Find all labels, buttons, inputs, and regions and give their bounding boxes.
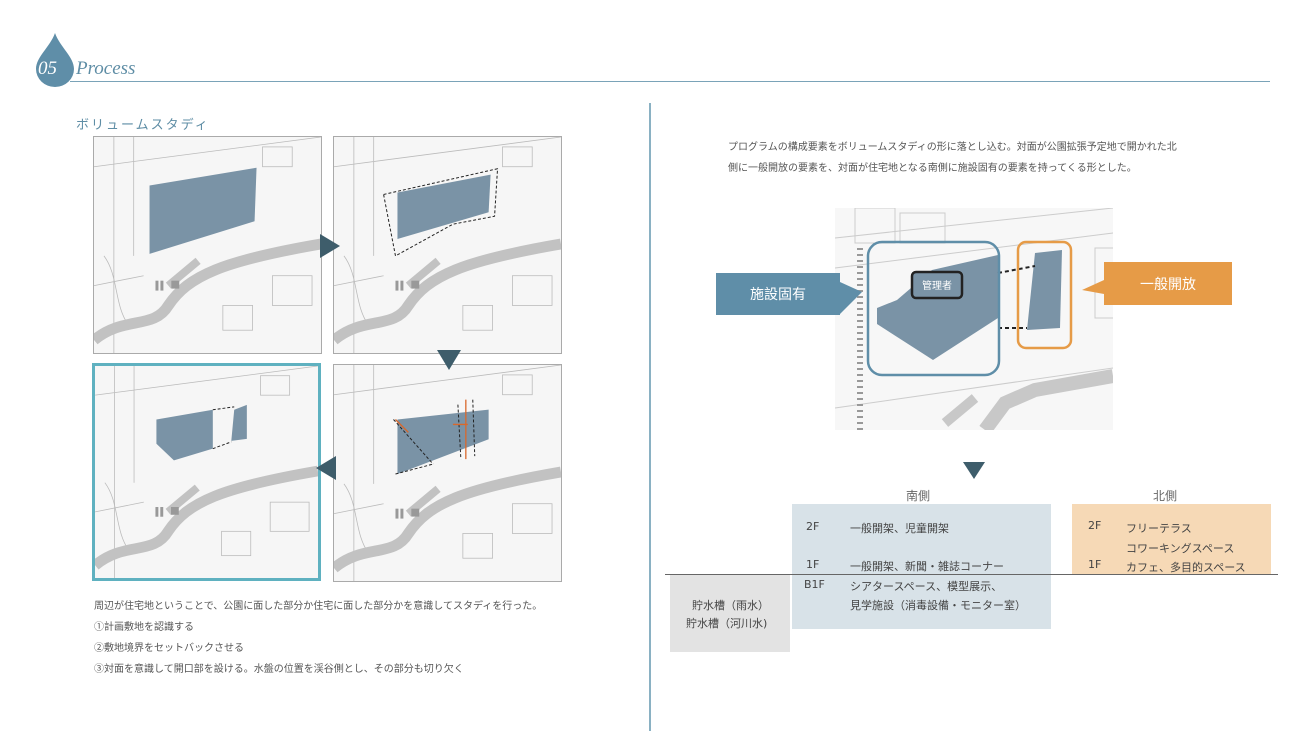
tank-label: 貯水槽（雨水） — [692, 599, 769, 612]
program-site-map: 管理者 — [835, 208, 1113, 430]
floor-program: フリーテラス — [1126, 522, 1192, 535]
water-drop-icon — [36, 33, 74, 87]
north-side-box — [1072, 504, 1271, 574]
study-step-2-map — [333, 136, 562, 354]
floor-program: 一般開架、児童開架 — [850, 522, 949, 535]
column-divider — [649, 103, 651, 731]
study-notes: 周辺が住宅地ということで、公園に面した部分か住宅に面した部分かを意識してスタディ… — [94, 596, 542, 680]
note-line: ③対面を意識して開口部を設ける。水盤の位置を渓谷側とし、その部分も切り欠く — [94, 664, 464, 675]
study-step-3-map-selected — [92, 363, 321, 581]
floor-label: 1F — [1088, 558, 1102, 571]
section-subtitle: ボリュームスタディ — [76, 118, 210, 133]
section-number: 05 — [38, 58, 57, 79]
study-step-4-map — [333, 364, 562, 582]
ground-line — [665, 574, 1278, 575]
arrow-down-icon — [437, 350, 461, 370]
south-side-box — [792, 504, 1051, 629]
floor-program: シアタースペース、模型展示、 — [850, 580, 1003, 593]
floor-program: コワーキングスペース — [1126, 542, 1235, 555]
intro-line: プログラムの構成要素をボリュームスタディの形に落とし込む。対面が公園拡張予定地で… — [728, 142, 1177, 153]
floor-label: 1F — [806, 558, 820, 571]
facility-specific-callout: 施設固有 — [716, 273, 840, 315]
tank-box — [670, 575, 790, 652]
manager-label: 管理者 — [922, 281, 952, 292]
floor-label: 2F — [1088, 519, 1102, 532]
arrow-down-icon — [963, 462, 985, 479]
arrow-right-icon — [320, 234, 340, 258]
page-title: Process — [76, 58, 136, 79]
note-line: ①計画敷地を認識する — [94, 622, 194, 633]
note-line: 周辺が住宅地ということで、公園に面した部分か住宅に面した部分かを意識してスタディ… — [94, 601, 543, 612]
study-step-1-map — [93, 136, 322, 354]
tank-label: 貯水槽（河川水) — [686, 617, 768, 630]
program-intro: プログラムの構成要素をボリュームスタディの形に落とし込む。対面が公園拡張予定地で… — [728, 137, 1228, 179]
floor-program: カフェ、多目的スペース — [1126, 561, 1246, 574]
floor-label: B1F — [804, 578, 825, 591]
note-line: ②敷地境界をセットバックさせる — [94, 643, 244, 654]
floor-label: 2F — [806, 520, 820, 533]
public-open-callout: 一般開放 — [1104, 262, 1232, 305]
north-heading: 北側 — [1153, 489, 1178, 503]
intro-line: 側に一般開放の要素を、対面が住宅地となる南側に施設固有の要素を持ってくる形とした… — [728, 163, 1137, 174]
south-heading: 南側 — [906, 489, 931, 503]
arrow-left-icon — [316, 456, 336, 480]
header-divider — [70, 81, 1270, 82]
callout-pointer — [840, 282, 862, 314]
floor-program: 一般開架、新聞・雑誌コーナー — [850, 560, 1004, 573]
floor-program: 見学施設（消毒設備・モニター室） — [850, 599, 1026, 612]
callout-pointer — [1082, 280, 1104, 294]
